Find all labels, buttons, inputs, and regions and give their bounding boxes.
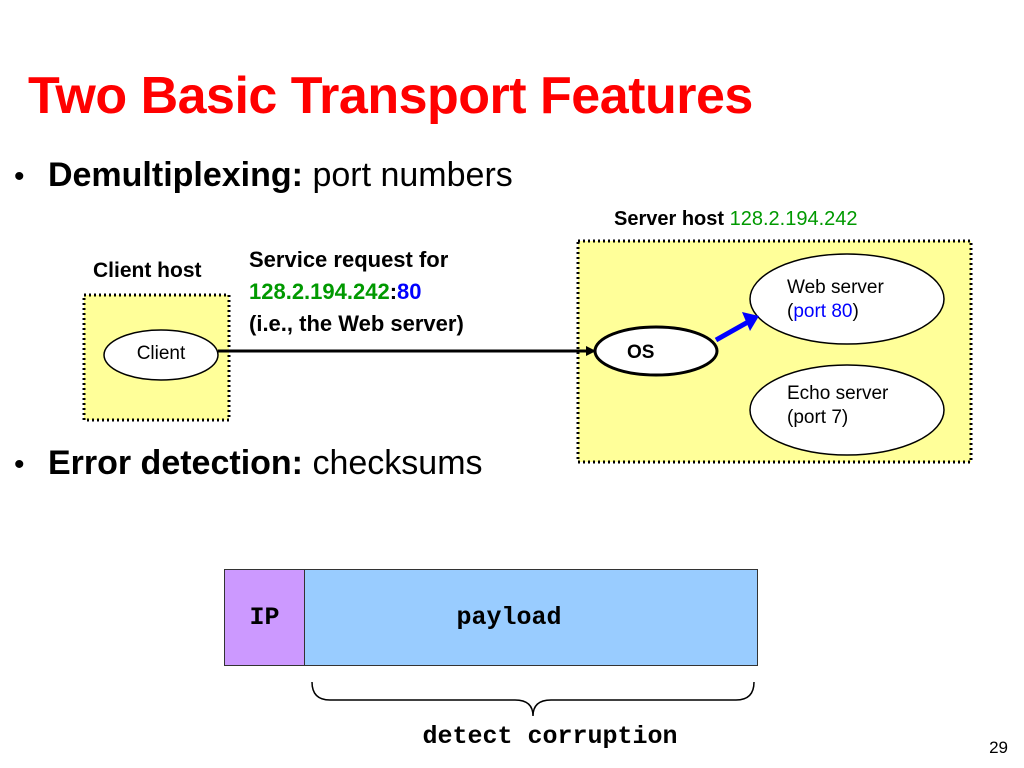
client-ellipse [103, 329, 219, 381]
service-request-ip: 128.2.194.242 [249, 279, 390, 304]
bullet-error-detection-text: checksums [303, 444, 483, 482]
demux-arrowhead [742, 312, 759, 331]
web-server-ellipse [749, 253, 945, 345]
bullet-error-detection: • Error detection: checksums [14, 444, 483, 483]
bullet-demultiplexing: • Demultiplexing: port numbers [14, 156, 513, 195]
corruption-brace [311, 681, 755, 717]
web-server-label: Web server (port 80) [787, 276, 884, 324]
page-number: 29 [989, 738, 1008, 757]
payload-label: payload [456, 603, 562, 632]
ip-header-box [224, 569, 305, 666]
echo-server-ellipse [749, 364, 945, 456]
web-server-port: port 80 [793, 301, 853, 322]
echo-server-line2: (port 7) [787, 407, 849, 428]
server-host-prefix: Server host [614, 208, 730, 230]
ip-header-label: IP [249, 603, 280, 632]
payload-box [305, 569, 758, 666]
bullet-dot: • [14, 448, 25, 481]
echo-server-line1: Echo server [787, 383, 889, 404]
web-server-line2: (port 80) [787, 300, 884, 324]
server-host-label: Server host 128.2.194.242 [614, 208, 858, 231]
echo-server-label: Echo server (port 7) [787, 382, 888, 430]
slide-title: Two Basic Transport Features [28, 67, 753, 125]
detect-corruption-label: detect corruption [422, 722, 678, 751]
server-host-ip: 128.2.194.242 [729, 208, 858, 230]
bullet-dot: • [14, 160, 25, 193]
web-server-line1: Web server [787, 277, 884, 298]
client-label: Client [136, 343, 186, 364]
os-label: OS [627, 342, 655, 363]
bullet-error-detection-term: Error detection: [47, 444, 304, 482]
web-server-paren-open: ( [787, 301, 794, 322]
os-ellipse [593, 325, 719, 377]
service-request-label: Service request for 128.2.194.242:80 (i.… [249, 244, 464, 340]
service-request-port: 80 [397, 279, 422, 304]
service-request-colon: : [389, 279, 398, 304]
web-server-paren-close: ) [852, 301, 859, 322]
service-request-line2: 128.2.194.242:80 [249, 276, 464, 308]
bullet-demultiplexing-text: port numbers [303, 156, 513, 194]
demux-arrow [714, 319, 750, 343]
bullet-demultiplexing-term: Demultiplexing: [47, 156, 303, 194]
service-request-line3: (i.e., the Web server) [249, 311, 464, 336]
service-request-line1: Service request for [249, 247, 449, 272]
client-host-label: Client host [93, 259, 202, 282]
